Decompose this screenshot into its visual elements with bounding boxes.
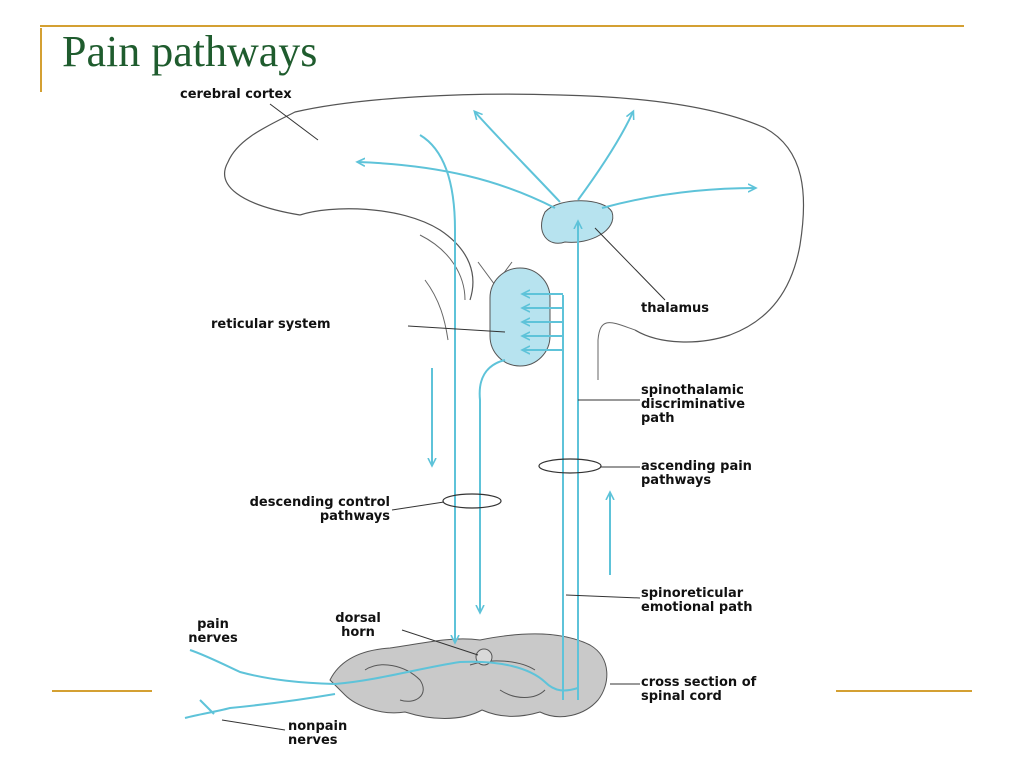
pathway-lines	[184, 112, 755, 719]
label-cross-section: cross section of spinal cord	[641, 675, 757, 704]
descending-bundle-ellipse	[442, 493, 502, 509]
slide-title: Pain pathways	[62, 27, 318, 76]
label-descending: descending control pathways	[249, 495, 390, 524]
label-reticular-system: reticular system	[211, 317, 331, 332]
brainstem-outline-right	[597, 322, 636, 380]
label-ascending: ascending pain pathways	[641, 459, 752, 488]
label-pain-nerves: pain nerves	[188, 617, 238, 646]
title-accent-vertical	[40, 28, 42, 92]
label-thalamus: thalamus	[641, 301, 710, 316]
ascending-bundle-ellipse	[538, 458, 602, 474]
footer-line-right	[836, 690, 972, 692]
footer-line-left	[52, 690, 152, 692]
label-nonpain-nerves: nonpain nerves	[288, 719, 348, 748]
spinal-cord-cross-section	[329, 633, 608, 719]
label-cerebral-cortex: cerebral cortex	[180, 87, 292, 102]
label-spinothalamic: spinothalamic discriminative path	[641, 383, 746, 426]
label-spinoreticular: spinoreticular emotional path	[641, 586, 753, 615]
label-dorsal-horn: dorsal horn	[335, 611, 381, 640]
brain-outline	[224, 93, 805, 343]
reticular-system-shape	[489, 267, 551, 367]
spinal-cord-grey-matter	[364, 660, 546, 702]
title-accent-top	[40, 25, 964, 27]
brainstem-outline-left	[419, 234, 466, 341]
leader-lines	[221, 103, 666, 731]
